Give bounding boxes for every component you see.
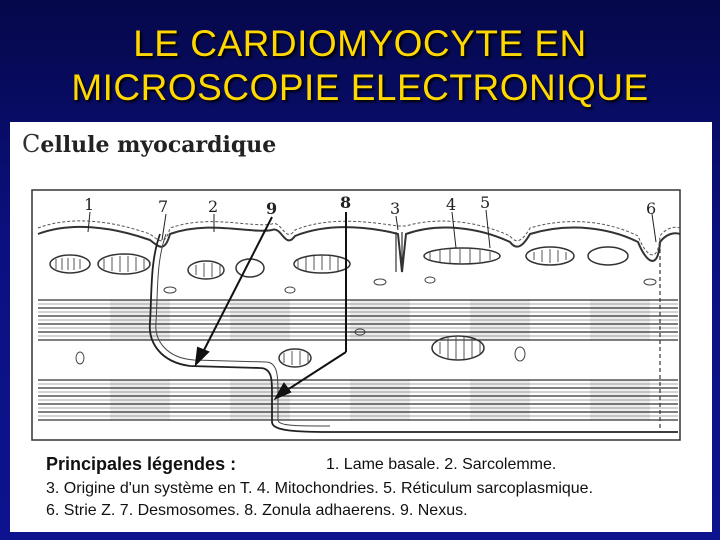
label-3: 3 bbox=[390, 199, 400, 218]
a-band bbox=[470, 300, 530, 340]
a-band bbox=[470, 380, 530, 420]
mitochondrion bbox=[424, 248, 500, 264]
label-5: 5 bbox=[480, 193, 490, 212]
mitochondria-middle bbox=[279, 336, 484, 367]
label-6: 6 bbox=[646, 199, 656, 218]
legend-line-2: 3. Origine d'un système en T. 4. Mitocho… bbox=[46, 480, 593, 498]
label-7: 7 bbox=[158, 197, 168, 216]
basal-lamina bbox=[38, 221, 680, 255]
label-2: 2 bbox=[208, 197, 218, 216]
label-8: 8 bbox=[340, 193, 351, 212]
slide-title: LE CARDIOMYOCYTE EN MICROSCOPIE ELECTRON… bbox=[0, 22, 720, 110]
legend-line-3: 6. Strie Z. 7. Desmosomes. 8. Zonula adh… bbox=[46, 502, 468, 520]
a-band bbox=[110, 380, 170, 420]
sarcolemma-top bbox=[38, 227, 680, 272]
legend-line-1: 1. Lame basale. 2. Sarcolemme. bbox=[326, 456, 556, 474]
mitochondria-top bbox=[50, 247, 628, 279]
a-band bbox=[230, 380, 290, 420]
label-4: 4 bbox=[446, 195, 456, 214]
label-1: 1 bbox=[84, 195, 94, 214]
a-band bbox=[110, 300, 170, 340]
a-band bbox=[590, 380, 650, 420]
arrow-nexus bbox=[196, 217, 272, 364]
a-band bbox=[590, 300, 650, 340]
myofibril-bands bbox=[38, 300, 678, 420]
mitochondrion bbox=[98, 254, 150, 274]
mitochondrion bbox=[188, 261, 224, 279]
cardiomyocyte-figure: Cellule myocardique bbox=[10, 122, 712, 532]
a-band bbox=[350, 300, 410, 340]
a-band bbox=[350, 380, 410, 420]
title-line-2: MICROSCOPIE ELECTRONIQUE bbox=[0, 66, 720, 110]
label-9: 9 bbox=[266, 199, 277, 218]
legend-title: Principales légendes : bbox=[46, 454, 236, 475]
mitochondria-middle-cristae bbox=[284, 337, 480, 365]
title-line-1: LE CARDIOMYOCYTE EN bbox=[0, 22, 720, 66]
mitochondrion bbox=[588, 247, 628, 265]
cardiomyocyte-diagram: 1 7 2 9 8 3 4 5 6 bbox=[10, 122, 712, 452]
a-band bbox=[230, 300, 290, 340]
